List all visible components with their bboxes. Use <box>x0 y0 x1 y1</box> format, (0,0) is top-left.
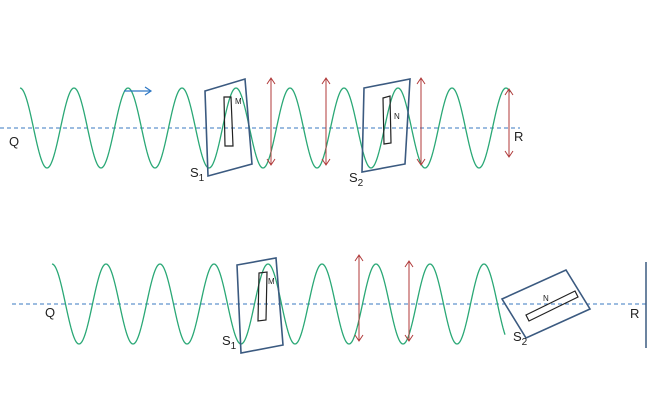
propagation-direction-arrow <box>124 86 153 96</box>
top-wave <box>19 87 511 169</box>
bottom-scene: M N Q R S1 S2 <box>12 254 647 354</box>
vibration-arrow <box>321 77 331 166</box>
bottom-label-m: M <box>268 277 275 286</box>
top-label-s2: S2 <box>349 170 364 189</box>
top-label-r: R <box>514 129 523 144</box>
bottom-label-q: Q <box>45 305 55 320</box>
bottom-polaroid-s2: N <box>500 268 592 340</box>
top-vibration-arrows <box>266 77 514 166</box>
vibration-arrow <box>354 254 364 342</box>
vibration-arrow <box>416 77 426 166</box>
bottom-label-r: R <box>630 306 639 321</box>
top-polaroid-s2: N <box>361 78 411 173</box>
bottom-label-n: N <box>543 294 549 303</box>
top-polaroid-s1: M <box>204 77 253 178</box>
bottom-polaroid-s1: M <box>236 257 284 354</box>
bottom-label-s2: S2 <box>513 329 528 348</box>
top-scene: M N Q R S1 S2 <box>0 77 523 189</box>
top-label-q: Q <box>9 134 19 149</box>
vibration-arrow <box>404 260 414 342</box>
bottom-vibration-arrows <box>354 254 414 342</box>
bottom-label-s1: S1 <box>222 333 237 352</box>
vibration-arrow <box>266 77 276 166</box>
top-label-m: M <box>235 97 242 106</box>
top-label-n: N <box>394 112 400 121</box>
vibration-arrow <box>504 88 514 158</box>
top-label-s1: S1 <box>190 165 205 184</box>
